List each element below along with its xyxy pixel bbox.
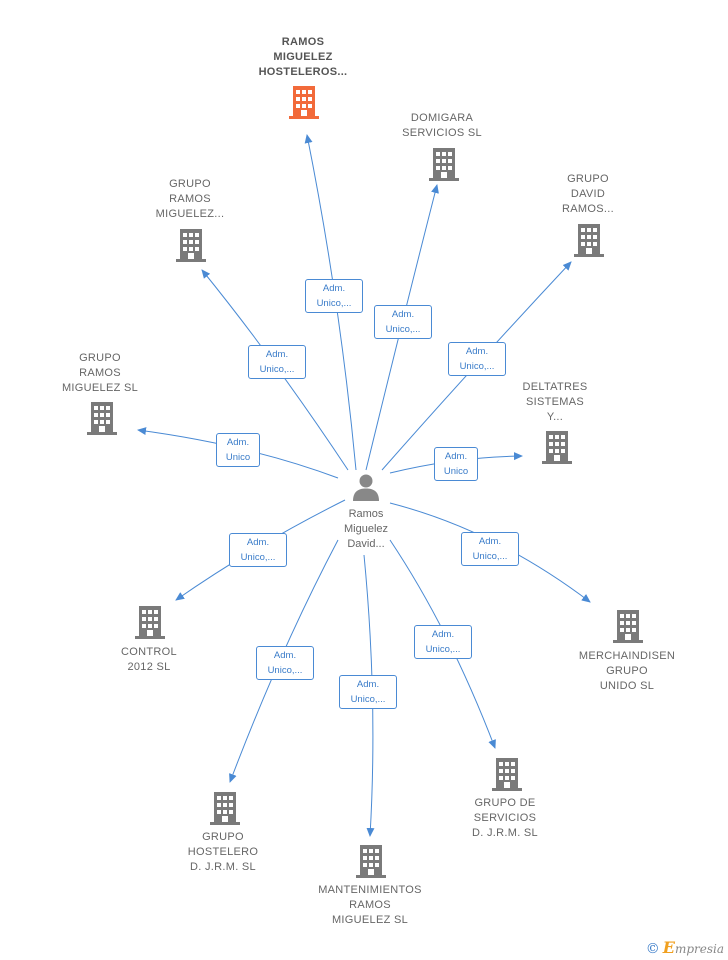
role-box-c5[interactable]: Adm. Unico	[434, 447, 478, 481]
building-icon[interactable]	[176, 227, 206, 263]
company-label-c0[interactable]: RAMOS MIGUELEZ HOSTELEROS...	[258, 36, 348, 78]
building-icon[interactable]	[135, 604, 165, 640]
building-icon[interactable]	[542, 429, 572, 465]
role-box-c4[interactable]: Adm. Unico	[216, 433, 260, 467]
role-box-c10[interactable]: Adm. Unico,...	[414, 625, 472, 659]
company-label-c4[interactable]: GRUPO RAMOS MIGUELEZ SL	[61, 352, 139, 394]
company-label-c5[interactable]: DELTATRES SISTEMAS Y...	[522, 381, 588, 423]
building-icon[interactable]	[87, 400, 117, 436]
building-icon[interactable]	[492, 756, 522, 792]
role-box-c1[interactable]: Adm. Unico,...	[374, 305, 432, 339]
company-label-c9[interactable]: MANTENIMIENTOS RAMOS MIGUELEZ SL	[318, 884, 422, 926]
company-label-c3[interactable]: GRUPO RAMOS MIGUELEZ...	[155, 178, 225, 220]
brand-name: mpresia	[674, 942, 724, 956]
company-label-c2[interactable]: GRUPO DAVID RAMOS...	[562, 173, 614, 215]
person-icon[interactable]	[351, 472, 381, 502]
role-box-c6[interactable]: Adm. Unico,...	[229, 533, 287, 567]
empresia-logo: ©Empresia	[646, 938, 724, 957]
role-box-c0[interactable]: Adm. Unico,...	[305, 279, 363, 313]
building-icon[interactable]	[289, 84, 319, 120]
person-name[interactable]: Ramos Miguelez David...	[343, 508, 389, 550]
role-box-c2[interactable]: Adm. Unico,...	[448, 342, 506, 376]
company-label-c8[interactable]: GRUPO HOSTELERO D. J.R.M. SL	[187, 831, 259, 873]
company-label-c10[interactable]: GRUPO DE SERVICIOS D. J.R.M. SL	[472, 797, 538, 839]
role-box-c7[interactable]: Adm. Unico,...	[461, 532, 519, 566]
building-icon[interactable]	[429, 146, 459, 182]
copyright-symbol: ©	[645, 941, 660, 957]
role-box-c9[interactable]: Adm. Unico,...	[339, 675, 397, 709]
brand-initial: E	[662, 938, 675, 957]
building-icon[interactable]	[574, 222, 604, 258]
company-label-c7[interactable]: MERCHAINDISEN GRUPO UNIDO SL	[578, 650, 676, 692]
company-label-c6[interactable]: CONTROL 2012 SL	[121, 646, 177, 673]
role-box-c3[interactable]: Adm. Unico,...	[248, 345, 306, 379]
building-icon[interactable]	[210, 790, 240, 826]
building-icon[interactable]	[613, 608, 643, 644]
role-box-c8[interactable]: Adm. Unico,...	[256, 646, 314, 680]
building-icon[interactable]	[356, 843, 386, 879]
company-label-c1[interactable]: DOMIGARA SERVICIOS SL	[402, 112, 482, 139]
